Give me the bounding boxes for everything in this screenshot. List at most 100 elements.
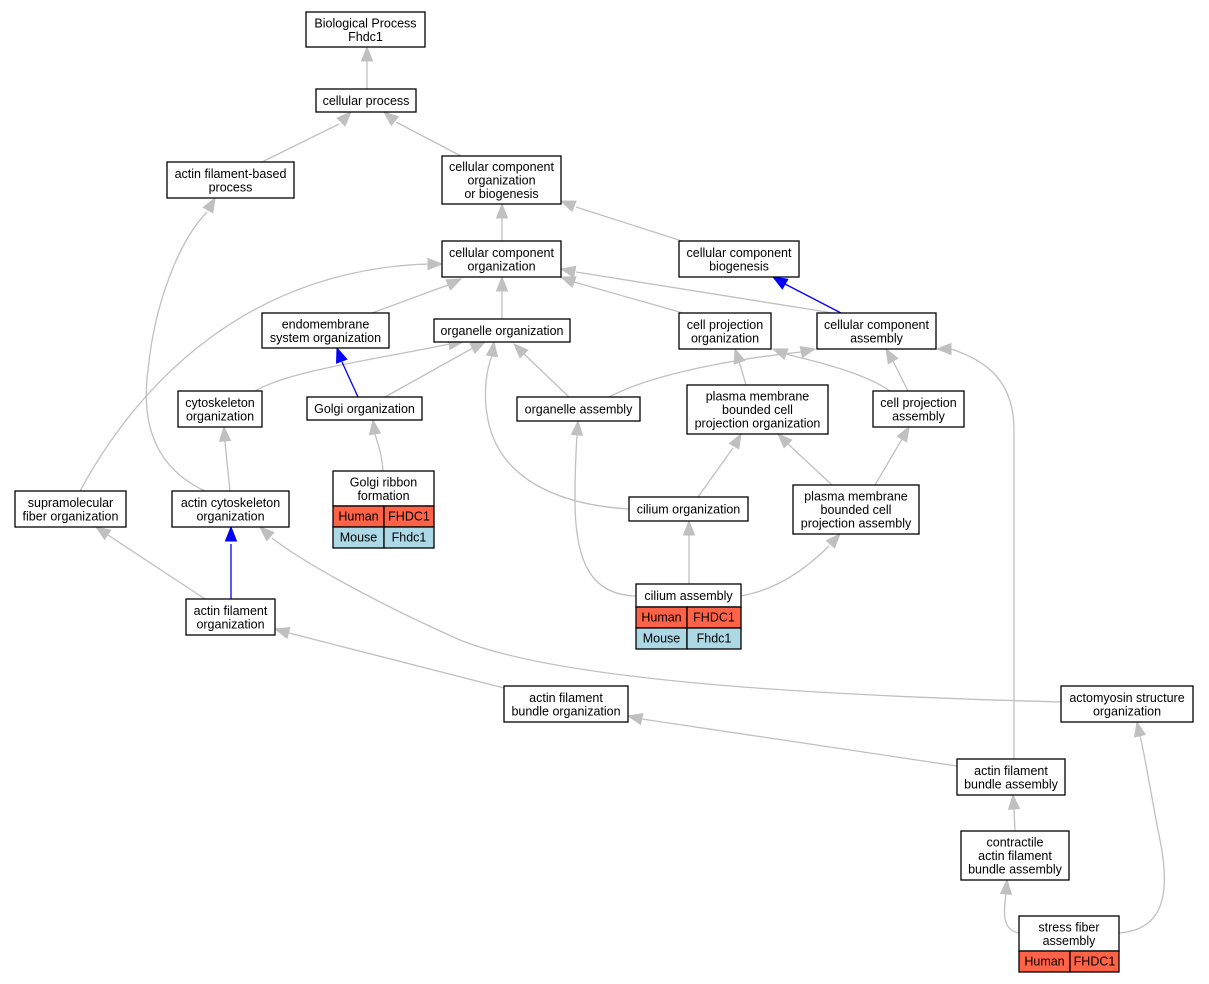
edge-pm-cell-proj-assembly-to-cell-proj-assembly bbox=[874, 425, 910, 486]
edge-pm-cell-proj-assembly-to-pm-cell-proj-org bbox=[777, 433, 833, 486]
edge-layer bbox=[79, 45, 1166, 934]
edge-line bbox=[697, 447, 734, 498]
term-label-line: bundle assembly bbox=[968, 863, 1063, 877]
term-label-line: cellular component bbox=[824, 318, 929, 332]
arrowhead-icon bbox=[733, 347, 746, 365]
arrowhead-icon bbox=[728, 432, 742, 450]
go-term-cellular-process[interactable]: cellular process bbox=[315, 88, 417, 113]
term-label-line: assembly bbox=[1043, 934, 1097, 948]
arrowhead-icon bbox=[445, 278, 463, 291]
edge-line bbox=[574, 434, 637, 597]
edge-line bbox=[145, 211, 208, 492]
edge-cco-to-ccob bbox=[495, 202, 509, 241]
term-label-line: actin filament bbox=[529, 691, 603, 705]
term-label-line: actomyosin structure bbox=[1069, 691, 1184, 705]
edge-ccob-to-cellular-process bbox=[382, 111, 462, 157]
arrowhead-icon bbox=[360, 45, 374, 62]
edge-line bbox=[341, 361, 359, 398]
edge-cilium-org-to-pm-cell-proj-org bbox=[697, 432, 742, 498]
go-term-organelle-assembly[interactable]: organelle assembly bbox=[516, 396, 641, 422]
edge-line bbox=[371, 284, 449, 314]
term-label-line: cell projection bbox=[880, 396, 956, 410]
term-label-line: actin filament bbox=[974, 764, 1048, 778]
gene-symbol[interactable]: FHDC1 bbox=[1074, 955, 1116, 969]
arrowhead-icon bbox=[485, 340, 499, 358]
edge-organelle-assembly-to-organelle-org bbox=[513, 343, 570, 398]
term-label-line: assembly bbox=[850, 331, 904, 345]
arrowhead-icon bbox=[258, 526, 275, 542]
arrowhead-icon bbox=[495, 202, 509, 219]
gene-symbol[interactable]: Fhdc1 bbox=[392, 531, 427, 545]
gene-row-human: Human FHDC1 bbox=[1018, 950, 1120, 973]
edge-line bbox=[892, 360, 909, 392]
edge-afba-to-cca bbox=[935, 342, 1015, 760]
term-label-line: plasma membrane bbox=[706, 390, 810, 404]
term-box bbox=[686, 384, 829, 435]
gene-symbol[interactable]: FHDC1 bbox=[388, 510, 430, 524]
gene-symbol[interactable]: FHDC1 bbox=[693, 611, 735, 625]
term-label-line: organization bbox=[467, 174, 535, 188]
edge-actomyosin-to-actin-cyto-org bbox=[258, 526, 1062, 703]
term-box bbox=[305, 11, 426, 48]
term-box bbox=[177, 390, 263, 428]
term-label-line: system organization bbox=[270, 331, 381, 345]
term-label-line: organization bbox=[691, 331, 759, 345]
edge-line bbox=[261, 123, 340, 163]
edge-line bbox=[107, 534, 206, 600]
edge-line bbox=[787, 443, 833, 486]
term-box bbox=[816, 312, 937, 350]
species-label: Mouse bbox=[340, 531, 378, 545]
edge-line bbox=[1118, 735, 1166, 934]
edge-line bbox=[738, 360, 747, 386]
term-label-line: formation bbox=[357, 489, 409, 503]
term-label-line: cilium assembly bbox=[644, 589, 733, 603]
go-term-organelle-org[interactable]: organelle organization bbox=[433, 318, 571, 343]
edge-actin-filament-org-to-supramolecular bbox=[94, 526, 206, 600]
arrowhead-icon bbox=[495, 275, 509, 292]
arrowhead-icon bbox=[469, 341, 487, 355]
gene-symbol[interactable]: Fhdc1 bbox=[697, 632, 732, 646]
arrowhead-icon bbox=[513, 343, 529, 359]
term-label-line: organization bbox=[1093, 704, 1161, 718]
term-box bbox=[441, 240, 562, 278]
term-label-line: Golgi organization bbox=[314, 402, 415, 416]
edge-actin-filament-based-to-cellular-process bbox=[261, 111, 352, 163]
term-label-line: Biological Process bbox=[314, 16, 416, 30]
term-label-line: endomembrane bbox=[282, 317, 370, 331]
edge-endomembrane-to-cco bbox=[371, 278, 463, 314]
edge-line bbox=[288, 632, 505, 689]
edge-supramolecular-to-cco bbox=[79, 257, 444, 492]
edge-golgi-org-to-endomembrane bbox=[336, 346, 359, 398]
arrowhead-icon bbox=[382, 111, 400, 127]
arrowhead-icon bbox=[771, 276, 789, 290]
species-label: Human bbox=[1024, 955, 1064, 969]
edge-cilium-org-to-organelle-org bbox=[484, 340, 630, 510]
edge-cell-proj-assembly-to-cell-proj-org bbox=[771, 348, 891, 392]
go-term-golgi-org[interactable]: Golgi organization bbox=[306, 396, 423, 421]
go-term-cilium-org[interactable]: cilium organization bbox=[628, 496, 749, 522]
